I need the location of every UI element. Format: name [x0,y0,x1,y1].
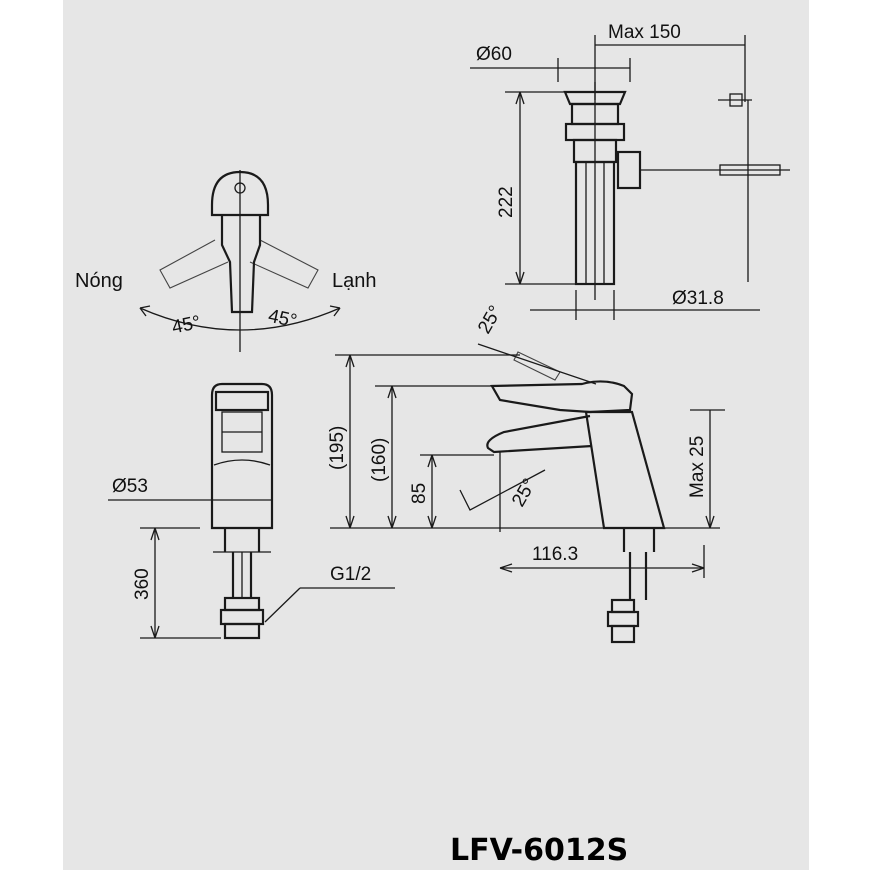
thread-label: G1/2 [330,564,371,585]
reach-label: 116.3 [532,544,578,565]
height-160-label: (160) [369,438,390,482]
hot-label: Nóng [75,270,123,292]
pipe-diameter-label: Ø31.8 [672,288,724,309]
front-view-body [108,382,395,640]
drawing-sheet [63,0,809,870]
cold-label: Lạnh [332,270,377,292]
top-view-handle [139,170,341,352]
drain-assembly [470,35,790,320]
hose-length-label: 360 [132,568,153,600]
max-25-label: Max 25 [687,436,708,498]
side-view-faucet [330,343,725,644]
height-85-label: 85 [409,483,430,504]
angle-top-label: 25° [474,302,507,337]
angle-left-label: 45° [170,312,202,339]
model-number: LFV-6012S [450,833,628,868]
drain-diameter-label: Ø60 [476,44,512,65]
height-222-label: 222 [496,186,517,218]
max-150-label: Max 150 [608,22,681,43]
height-195-label: (195) [327,426,348,470]
angle-spout-label: 25° [508,475,541,510]
body-diameter-label: Ø53 [112,476,148,497]
